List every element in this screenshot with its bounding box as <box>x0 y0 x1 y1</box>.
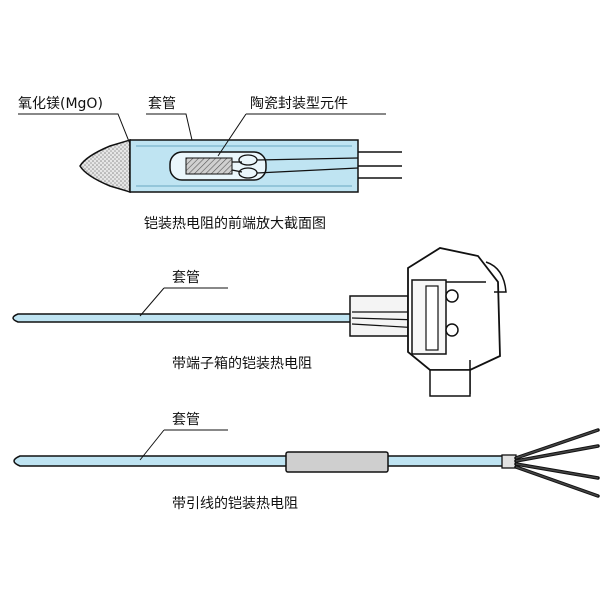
fitting-neck <box>349 295 409 337</box>
label-element: 陶瓷封装型元件 <box>250 96 348 112</box>
label-sheath-3: 套管 <box>172 412 200 428</box>
leader-sheath-2 <box>139 287 228 317</box>
rtd-with-leads: 套管 带引线的铠装热电阻 <box>13 412 600 512</box>
probe-3 <box>13 455 505 467</box>
cover-hook <box>485 261 507 293</box>
label-sheath-2: 套管 <box>172 270 200 286</box>
screw-top <box>445 289 459 303</box>
tip-cross-section: 氧化镁(MgO) 套管 陶瓷封装型元件 铠装热电阻的前端放大截面图 <box>18 96 402 232</box>
outgoing-wires <box>358 151 402 179</box>
caption-2: 带端子箱的铠装热电阻 <box>172 356 312 372</box>
lead-wires <box>514 428 600 498</box>
end-cap <box>501 454 517 469</box>
resistor-coil <box>185 157 233 175</box>
leader-sheath <box>146 113 193 141</box>
internal-leads <box>231 157 359 174</box>
cable-gland <box>429 369 471 397</box>
caption-3: 带引线的铠装热电阻 <box>172 496 298 512</box>
leader-sheath-3 <box>139 429 228 461</box>
probe-2 <box>12 313 353 323</box>
terminal-plate <box>425 285 439 351</box>
leader-element <box>217 113 386 157</box>
mgo-tip <box>79 138 131 194</box>
transition-sleeve <box>285 451 389 473</box>
lead-wires-core <box>515 429 599 497</box>
sheath-inner-wall <box>136 145 352 187</box>
screw-bottom <box>445 323 459 337</box>
label-mgo: 氧化镁(MgO) <box>18 96 103 112</box>
caption-1: 铠装热电阻的前端放大截面图 <box>144 215 326 232</box>
leader-mgo <box>18 113 131 145</box>
rtd-with-terminal-box: 套管 带端子箱的铠装热电阻 <box>12 247 507 397</box>
label-sheath-1: 套管 <box>148 96 176 112</box>
